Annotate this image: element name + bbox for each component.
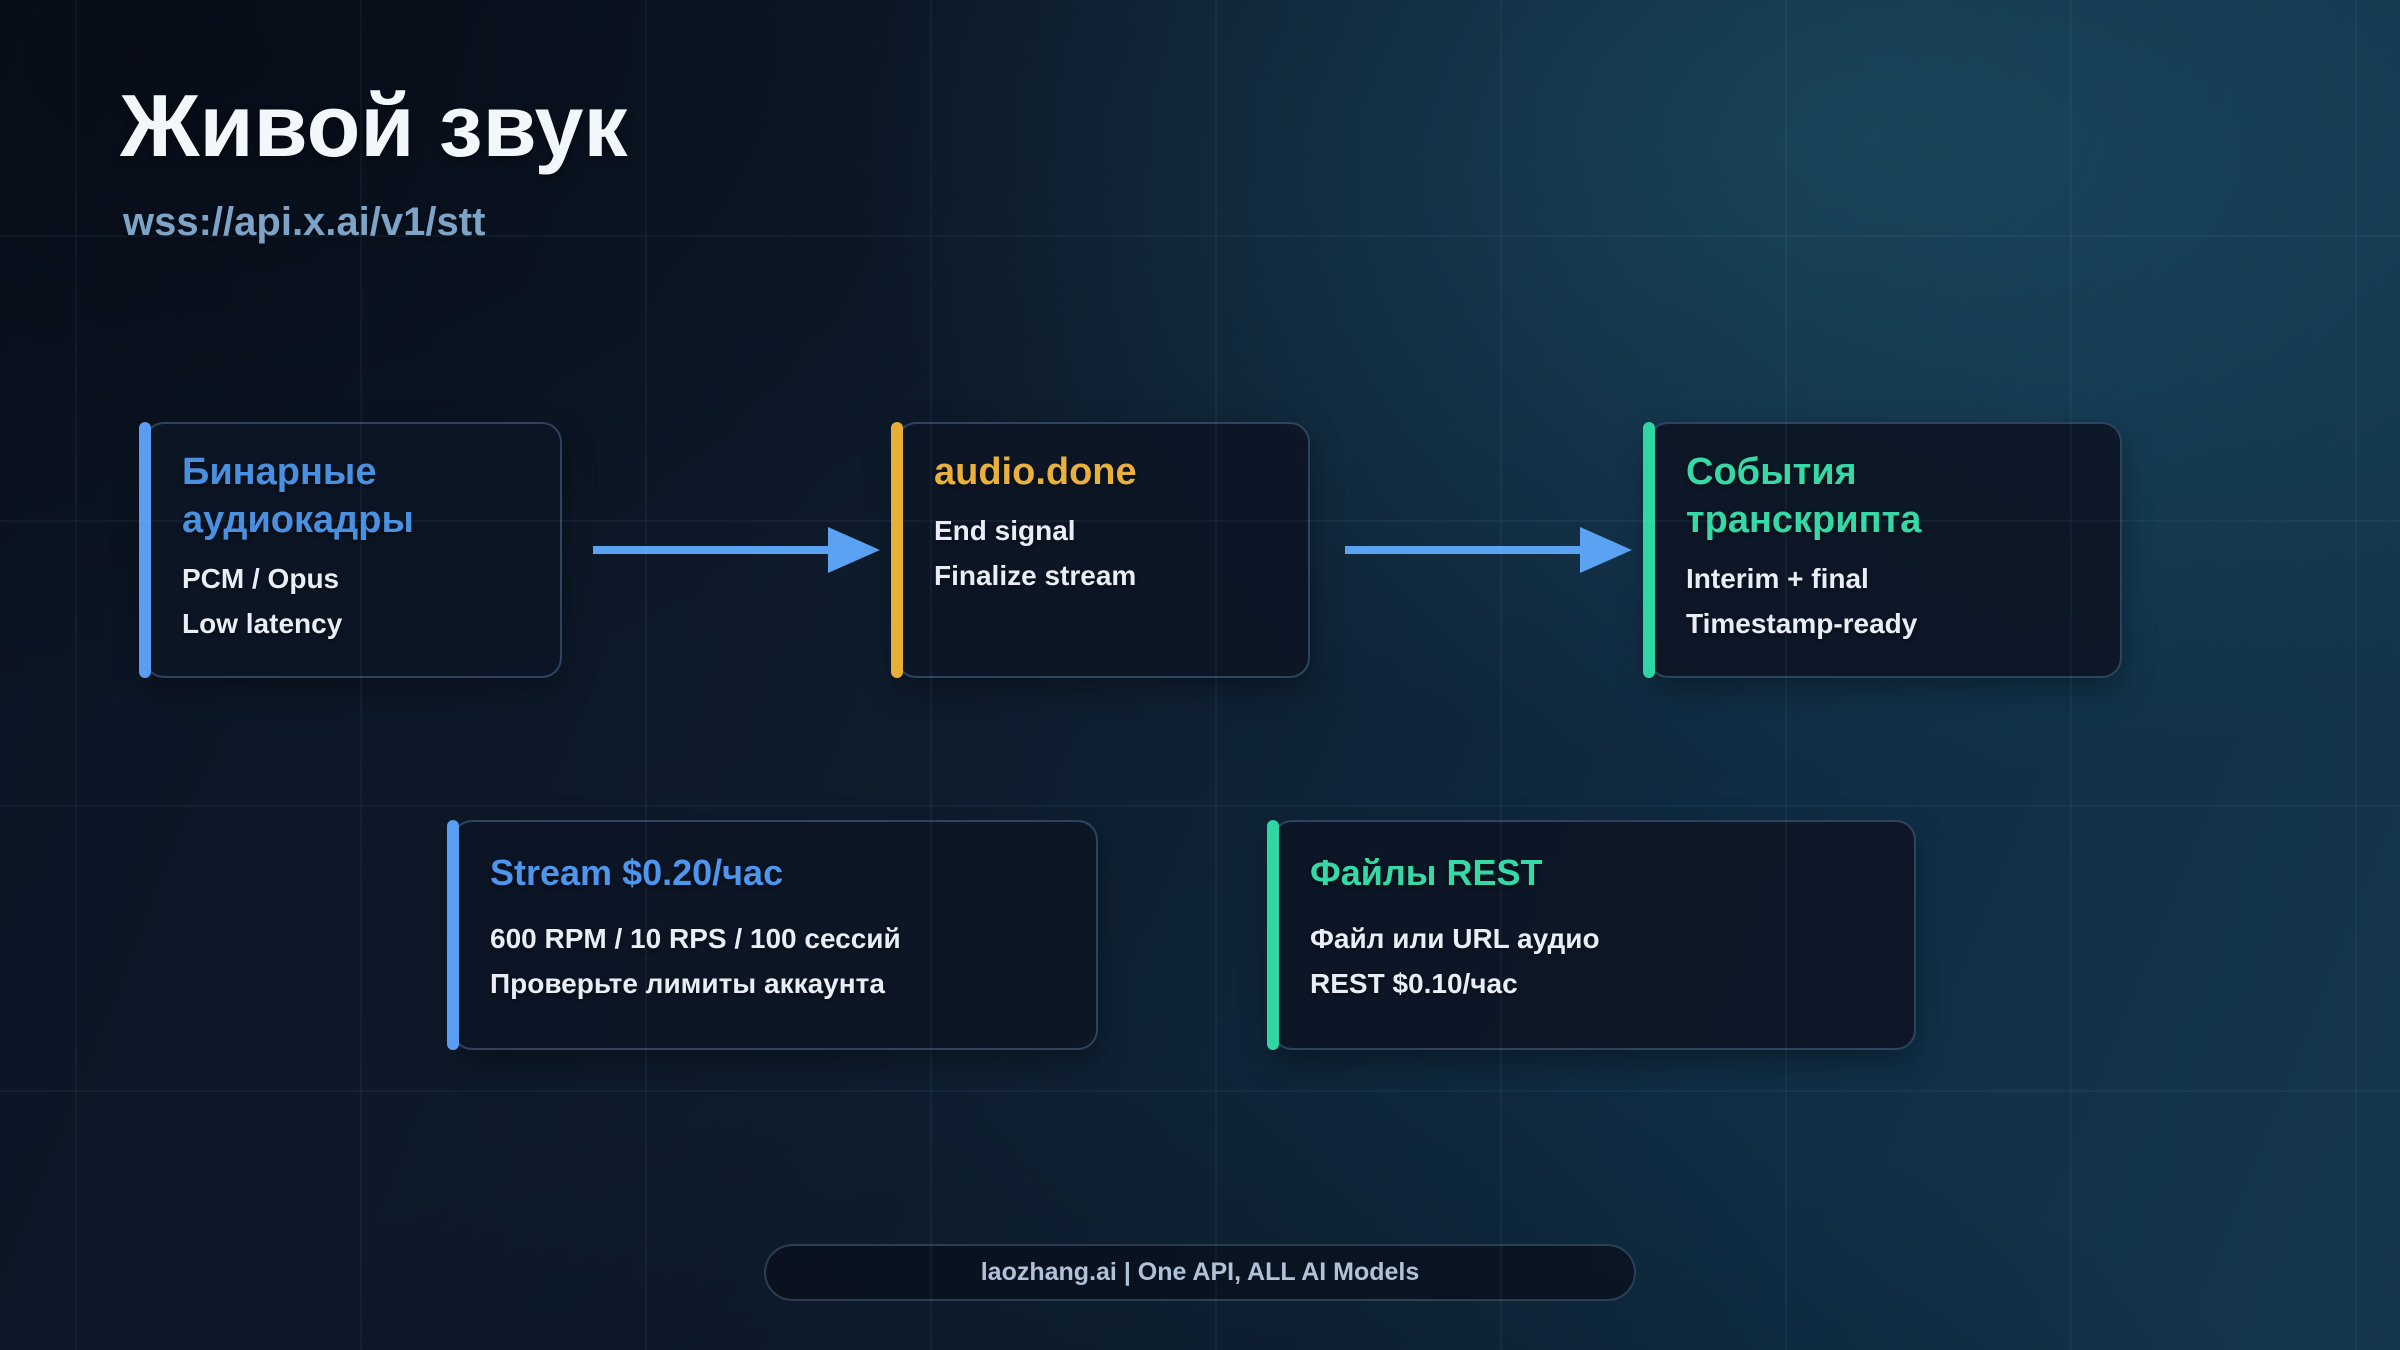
card-line: Interim + final xyxy=(1686,563,1869,594)
card-title: Stream $0.20/час xyxy=(490,852,784,893)
page-title: Живой звук xyxy=(120,76,628,175)
pricing-card-stream: Stream $0.20/час 600 RPM / 10 RPS / 100 … xyxy=(447,820,1098,1050)
footer-badge: laozhang.ai | One API, ALL AI Models xyxy=(764,1244,1636,1301)
flow-arrow-right-icon xyxy=(593,527,880,573)
card-line: Finalize stream xyxy=(934,560,1137,591)
card-line: Low latency xyxy=(182,608,343,639)
card-title: События транскрипта xyxy=(1686,451,1922,541)
footer-label: laozhang.ai | One API, ALL AI Models xyxy=(980,1258,1420,1286)
accent-bar xyxy=(891,422,903,678)
pricing-card-rest-files: Файлы REST Файл или URL аудио REST $0.10… xyxy=(1267,820,1916,1050)
card-line: End signal xyxy=(934,515,1076,546)
flow-arrow-right-icon xyxy=(1345,527,1632,573)
card-line: Файл или URL аудио xyxy=(1310,923,1600,954)
flow-card-audio-done: audio.done End signal Finalize stream xyxy=(891,422,1310,678)
card-line: 600 RPM / 10 RPS / 100 сессий xyxy=(490,923,901,954)
card-title: Файлы REST xyxy=(1310,852,1543,893)
accent-bar xyxy=(139,422,151,678)
endpoint-url: wss://api.x.ai/v1/stt xyxy=(123,200,486,244)
card-line: PCM / Opus xyxy=(182,563,340,594)
flow-card-audio-frames: Бинарные аудиокадры PCM / Opus Low laten… xyxy=(139,422,562,678)
card-line: REST $0.10/час xyxy=(1310,968,1518,999)
accent-bar xyxy=(1643,422,1655,678)
flow-card-transcript-events: События транскрипта Interim + final Time… xyxy=(1643,422,2122,678)
card-title: audio.done xyxy=(934,451,1137,493)
card-line: Проверьте лимиты аккаунта xyxy=(490,968,885,999)
card-title: Бинарные аудиокадры xyxy=(182,451,414,541)
accent-bar xyxy=(1267,820,1279,1050)
accent-bar xyxy=(447,820,459,1050)
card-line: Timestamp-ready xyxy=(1686,608,1918,639)
